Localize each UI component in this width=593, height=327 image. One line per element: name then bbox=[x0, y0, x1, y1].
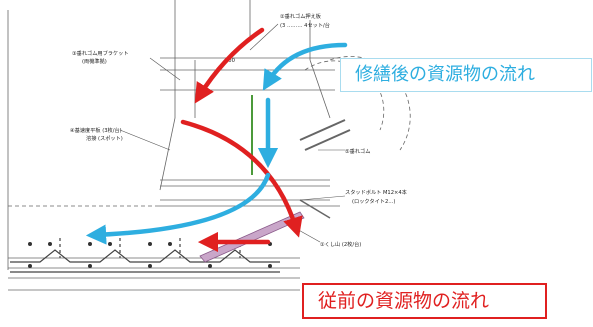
after-flow-arrow-top bbox=[262, 42, 348, 91]
flat-bar-label: ④基速度平板 (3枚/台) bbox=[70, 126, 122, 134]
hanging-rubber-label: ⑤垂れゴム bbox=[345, 147, 370, 155]
bracket-note: (両機準拠) bbox=[82, 57, 107, 65]
comb-plate-label: ①くし山 (2枚/台) bbox=[320, 240, 361, 248]
after-flow-arrows bbox=[85, 42, 348, 245]
stud-bolt-note: (ロックタイト2…) bbox=[352, 197, 395, 205]
before-flow-arrows bbox=[180, 27, 303, 253]
before-flow-arrow-top bbox=[194, 27, 265, 104]
rubber-holder-label: ②垂れゴム押え板 bbox=[280, 12, 322, 20]
conveyor-teeth bbox=[10, 238, 280, 273]
dimension-label: 300 bbox=[225, 58, 235, 64]
after-flow-arrow-bottom bbox=[85, 172, 271, 245]
flat-bar-note: 溶接 (スポット) bbox=[86, 134, 123, 142]
rubber-holder-note: (3 ……… 4セット/台 bbox=[280, 21, 330, 29]
before-flow-arrow-middle bbox=[180, 119, 303, 238]
small-annotations: ②垂れゴム押え板 (3 ……… 4セット/台 ③垂れゴム用ブラケット (両機準拠… bbox=[70, 12, 407, 248]
stud-bolt-label: スタッドボルト M12×4本 bbox=[345, 188, 407, 196]
skirt-plate-purple bbox=[199, 211, 305, 263]
after-repair-flow-label: 修繕後の資源物の流れ bbox=[340, 58, 592, 92]
before-repair-flow-label: 従前の資源物の流れ bbox=[302, 283, 547, 319]
bracket-label: ③垂れゴム用ブラケット bbox=[72, 49, 129, 57]
